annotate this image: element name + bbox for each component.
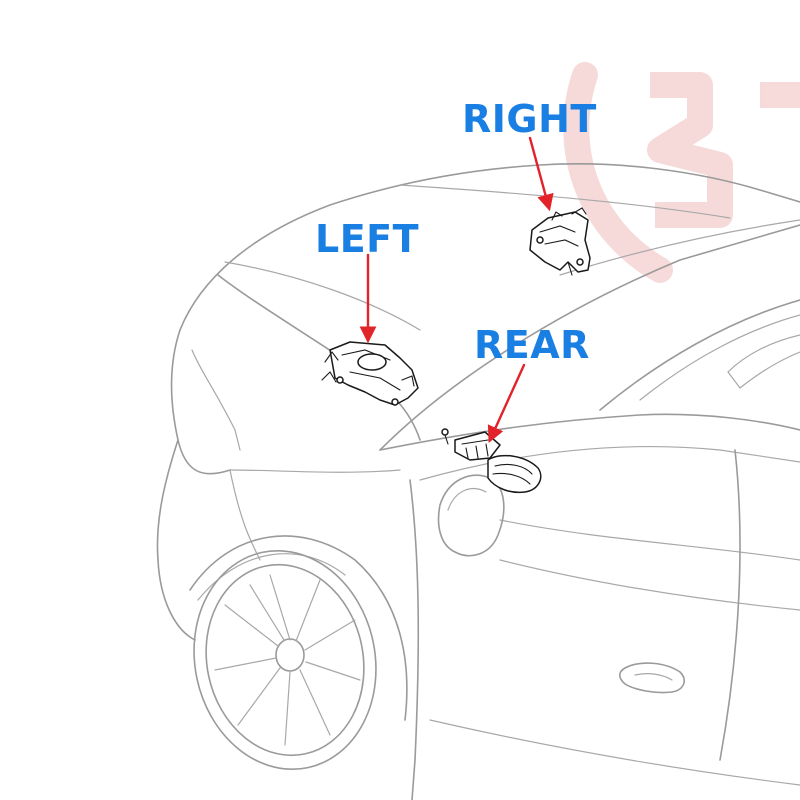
engine-mount-right-icon [529, 207, 591, 276]
right-mount-label: RIGHT [462, 97, 597, 141]
side-mirror [437, 474, 505, 557]
left-mount-label: LEFT [315, 217, 419, 261]
front-wheel [193, 549, 377, 771]
car-body-outline [156, 163, 800, 800]
rear-callout-arrow [487, 363, 526, 444]
right-callout-arrow [528, 136, 554, 212]
engine-mount-left-icon [321, 341, 419, 406]
rear-mount-label: REAR [474, 323, 590, 367]
